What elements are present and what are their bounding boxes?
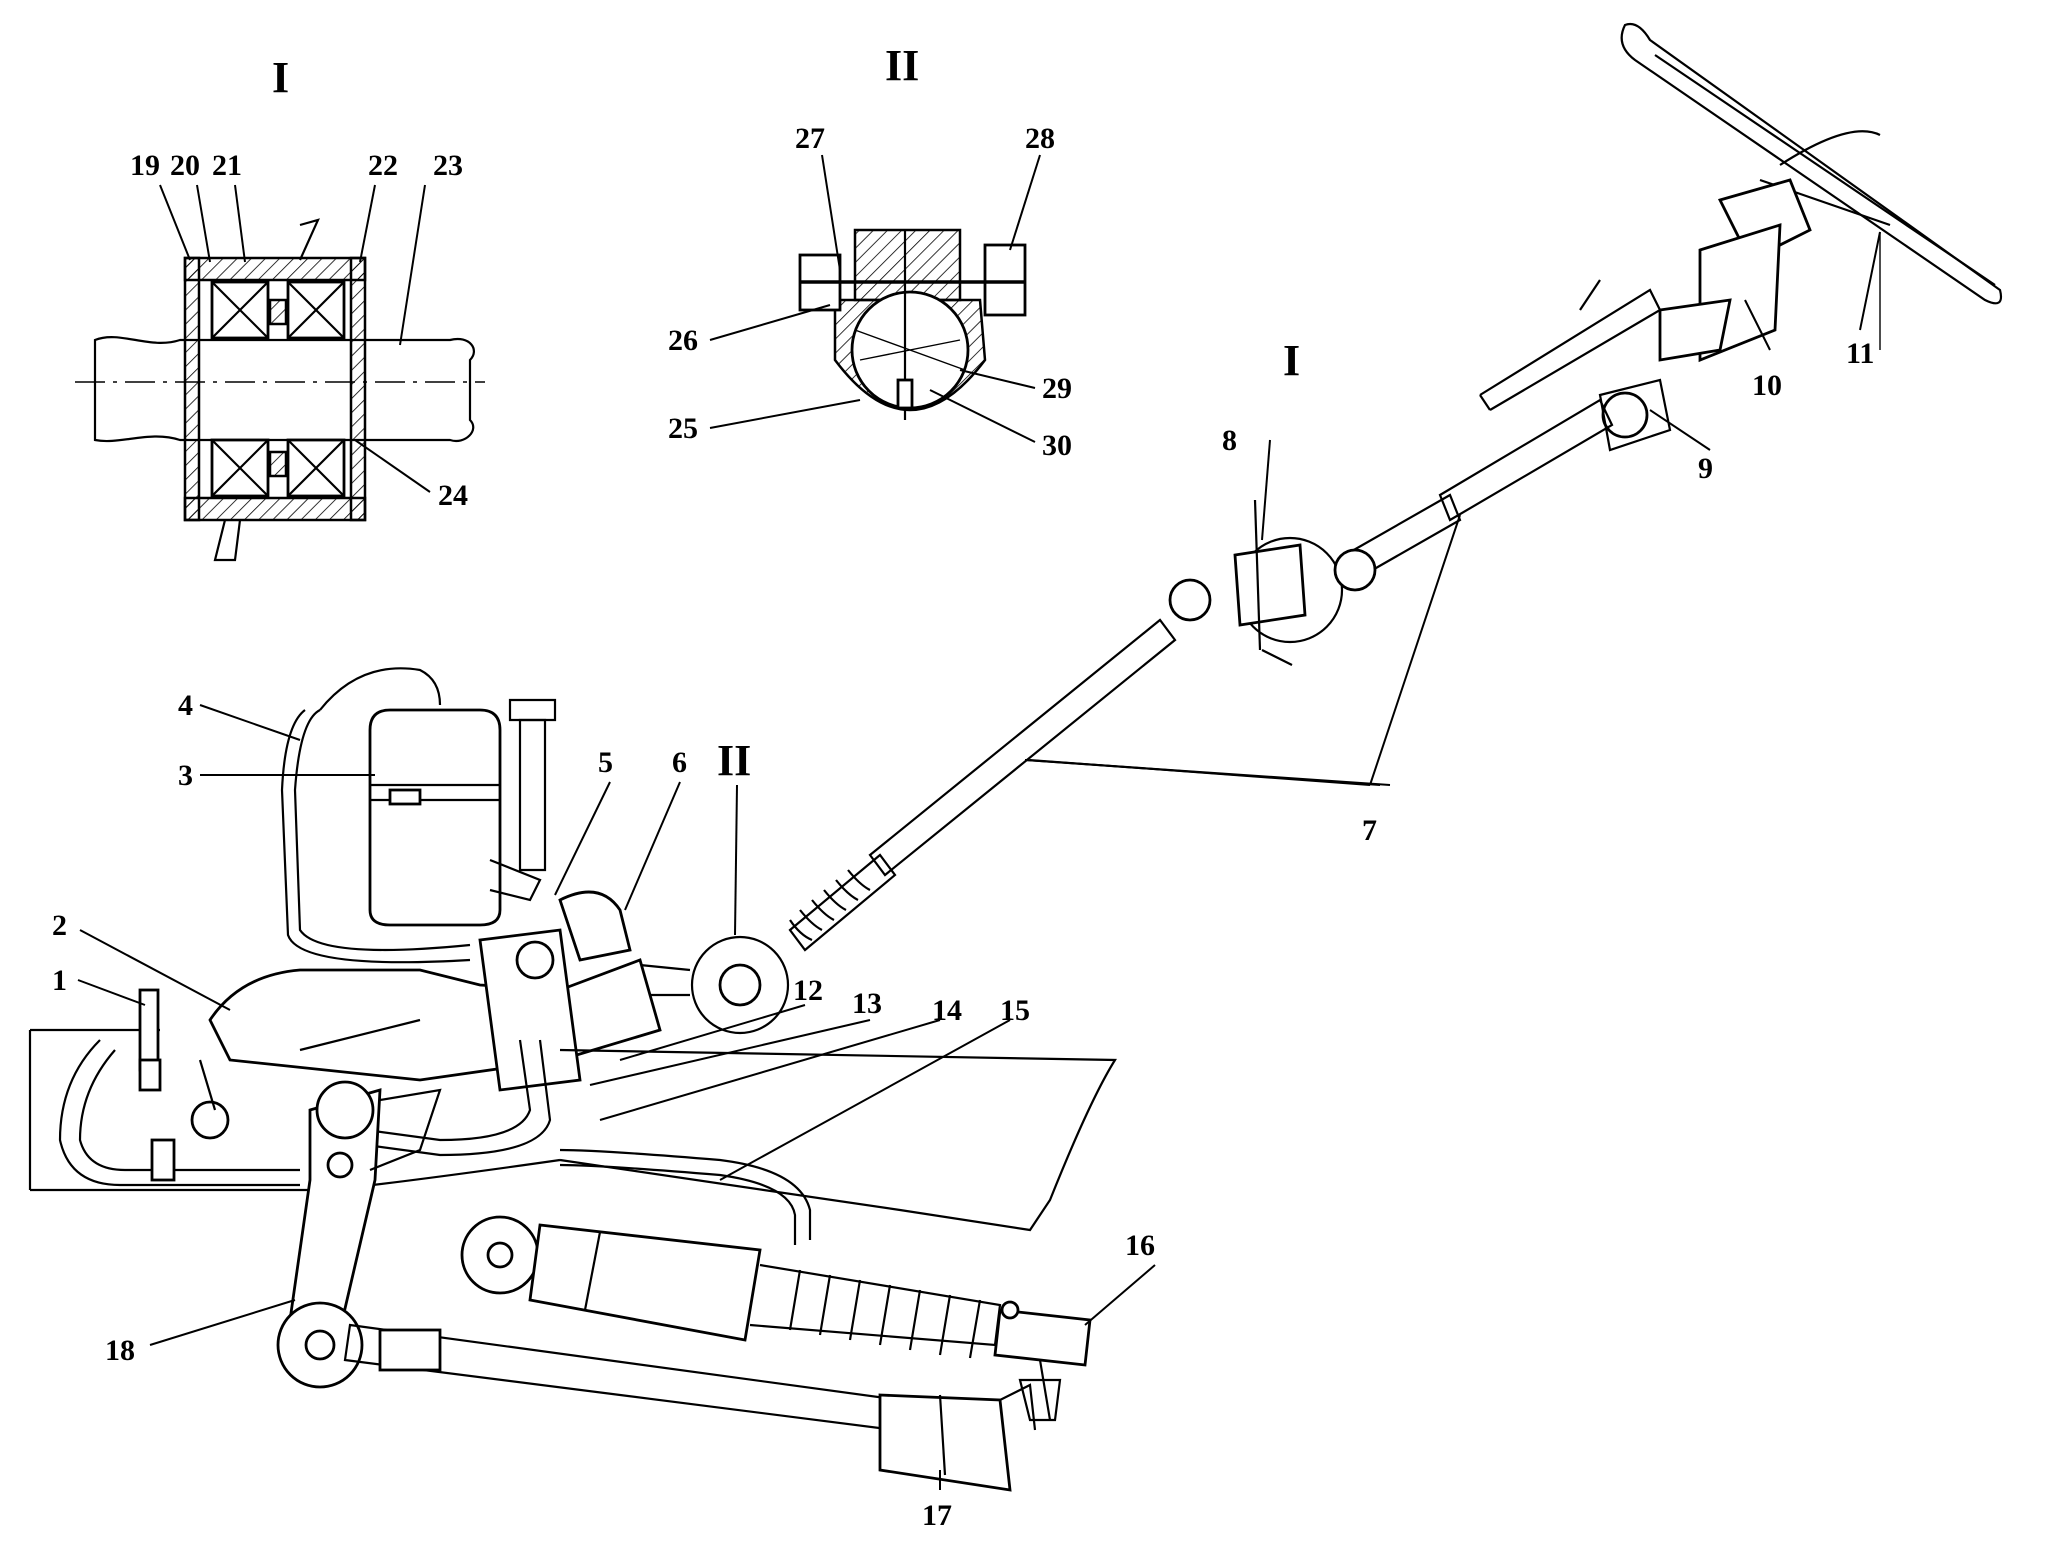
label-27: 27 [795, 122, 825, 155]
detail-i-title: I [272, 53, 289, 102]
intermediate-shaft-lower [788, 618, 1177, 952]
detail-ii-title: II [885, 41, 919, 90]
clamp-joint-ii [638, 935, 790, 1035]
label-11: 11 [1846, 337, 1874, 370]
label-2: 2 [52, 909, 67, 942]
universal-joint-middle [1168, 499, 1377, 666]
label-12: 12 [793, 974, 823, 1007]
label-24: 24 [438, 479, 468, 512]
diagram-labels: I II I II 19 20 21 22 23 24 27 28 26 25 … [52, 41, 1874, 1532]
leader-lines [77, 154, 1881, 1490]
marker-i-joint: I [1283, 336, 1300, 385]
label-13: 13 [852, 987, 882, 1020]
detail-i-bearing-section [75, 218, 485, 562]
label-19: 19 [130, 149, 160, 182]
label-15: 15 [1000, 994, 1030, 1027]
label-3: 3 [178, 759, 193, 792]
intermediate-shaft-upper [1343, 398, 1614, 582]
label-20: 20 [170, 149, 200, 182]
hoses [58, 667, 552, 1187]
label-7: 7 [1362, 814, 1377, 847]
label-10: 10 [1752, 369, 1782, 402]
pitman-arm [190, 1059, 442, 1389]
label-16: 16 [1125, 1229, 1155, 1262]
label-22: 22 [368, 149, 398, 182]
power-cylinder [460, 1148, 1092, 1422]
steering-gear-box [208, 890, 662, 1092]
label-23: 23 [433, 149, 463, 182]
detail-ii-clamp-section [798, 228, 1027, 420]
label-25: 25 [668, 412, 698, 445]
marker-ii-clamp: II [717, 736, 751, 785]
label-9: 9 [1698, 452, 1713, 485]
label-30: 30 [1042, 429, 1072, 462]
label-6: 6 [672, 746, 687, 779]
label-4: 4 [178, 689, 193, 722]
label-14: 14 [932, 994, 962, 1027]
label-28: 28 [1025, 122, 1055, 155]
universal-joint-top [1598, 378, 1672, 452]
label-17: 17 [922, 1499, 952, 1532]
label-26: 26 [668, 324, 698, 357]
label-8: 8 [1222, 424, 1237, 457]
frame-rail [28, 988, 1117, 1232]
label-1: 1 [52, 964, 67, 997]
label-21: 21 [212, 149, 242, 182]
label-5: 5 [598, 746, 613, 779]
oil-reservoir [368, 698, 557, 927]
label-18: 18 [105, 1334, 135, 1367]
steering-wheel [1620, 22, 2003, 350]
tie-rod [343, 1323, 1037, 1492]
steering-column-top [1479, 178, 1812, 411]
label-29: 29 [1042, 372, 1072, 405]
